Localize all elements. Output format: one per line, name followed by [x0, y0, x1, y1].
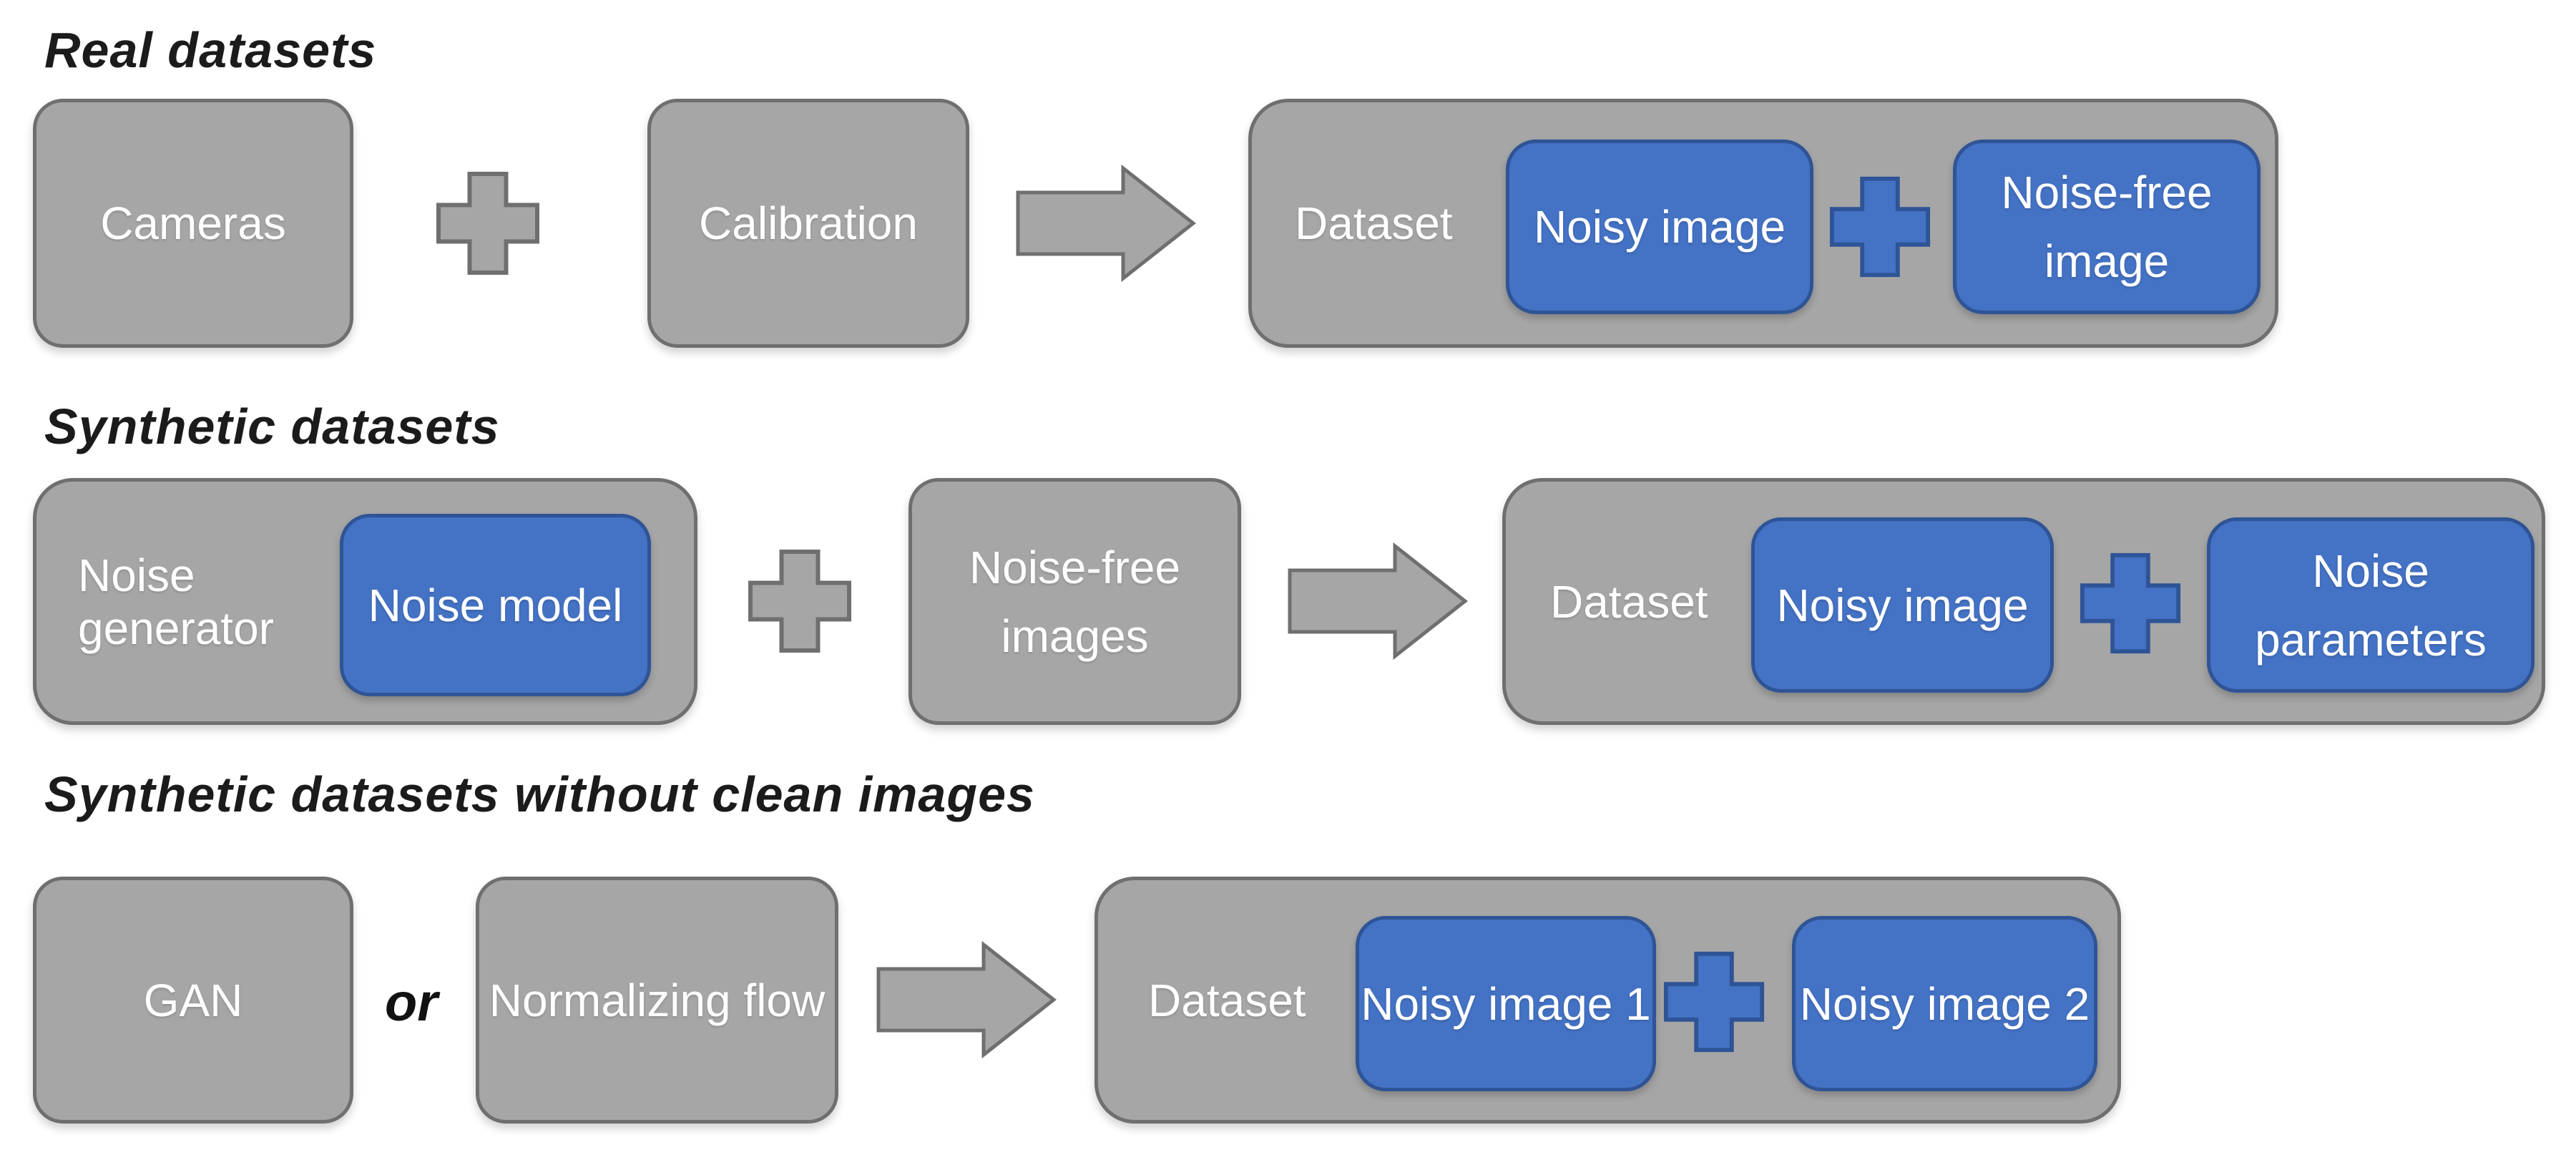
noisy-image-box: Noisy image: [1751, 517, 2054, 693]
noise-free-images-label: Noise-free images: [969, 541, 1181, 662]
noise-parameters-label: Noise parameters: [2255, 545, 2487, 666]
dataset-label: Dataset: [1550, 575, 1708, 628]
plus-icon: [436, 172, 539, 275]
calibration-box-label: Calibration: [699, 198, 918, 249]
noise-free-image-box: Noise-free image: [1953, 140, 2261, 314]
right-arrow-icon: [1016, 164, 1196, 283]
row-title-synthetic-datasets: Synthetic datasets: [44, 399, 500, 454]
gan-box: GAN: [33, 877, 353, 1124]
dataset-container-real: Dataset Noisy image Noise-free image: [1248, 99, 2278, 348]
plus-icon: [748, 550, 851, 653]
noise-model-box: Noise model: [340, 514, 651, 696]
noise-free-images-box: Noise-free images: [909, 478, 1241, 725]
calibration-box: Calibration: [647, 99, 969, 348]
noise-model-label: Noise model: [368, 579, 623, 631]
plus-icon: [1829, 176, 1931, 278]
noisy-image-1-box: Noisy image 1: [1356, 916, 1656, 1091]
noisy-image-2-label: Noisy image 2: [1799, 978, 2090, 1030]
noisy-image-label: Noisy image: [1776, 579, 2029, 631]
noise-parameters-box: Noise parameters: [2207, 517, 2535, 693]
normalizing-flow-box: Normalizing flow: [476, 877, 838, 1124]
noisy-image-box: Noisy image: [1506, 140, 1813, 314]
right-arrow-icon: [1288, 542, 1468, 661]
row-title-synthetic-no-clean: Synthetic datasets without clean images: [44, 766, 1035, 822]
plus-icon: [2080, 552, 2181, 654]
normalizing-flow-label: Normalizing flow: [489, 974, 826, 1026]
dataset-container-synthetic: Dataset Noisy image Noise parameters: [1502, 478, 2545, 725]
right-arrow-icon: [876, 940, 1057, 1059]
dataset-label: Dataset: [1295, 198, 1453, 249]
dataset-container-no-clean: Dataset Noisy image 1 Noisy image 2: [1094, 877, 2121, 1124]
noise-generator-container: Noise generator Noise model: [33, 478, 697, 725]
dataset-label: Dataset: [1148, 974, 1306, 1026]
row-title-real-datasets: Real datasets: [44, 22, 377, 78]
noisy-image-1-label: Noisy image 1: [1361, 978, 1651, 1030]
cameras-box: Cameras: [33, 99, 353, 348]
plus-icon: [1663, 951, 1765, 1053]
gan-box-label: GAN: [143, 974, 243, 1026]
noisy-image-2-box: Noisy image 2: [1792, 916, 2097, 1091]
noise-free-image-label: Noise-free image: [2001, 167, 2213, 287]
or-label: or: [385, 972, 438, 1032]
cameras-box-label: Cameras: [100, 198, 286, 249]
noise-generator-label: Noise generator: [78, 549, 274, 654]
noisy-image-label: Noisy image: [1533, 201, 1786, 253]
